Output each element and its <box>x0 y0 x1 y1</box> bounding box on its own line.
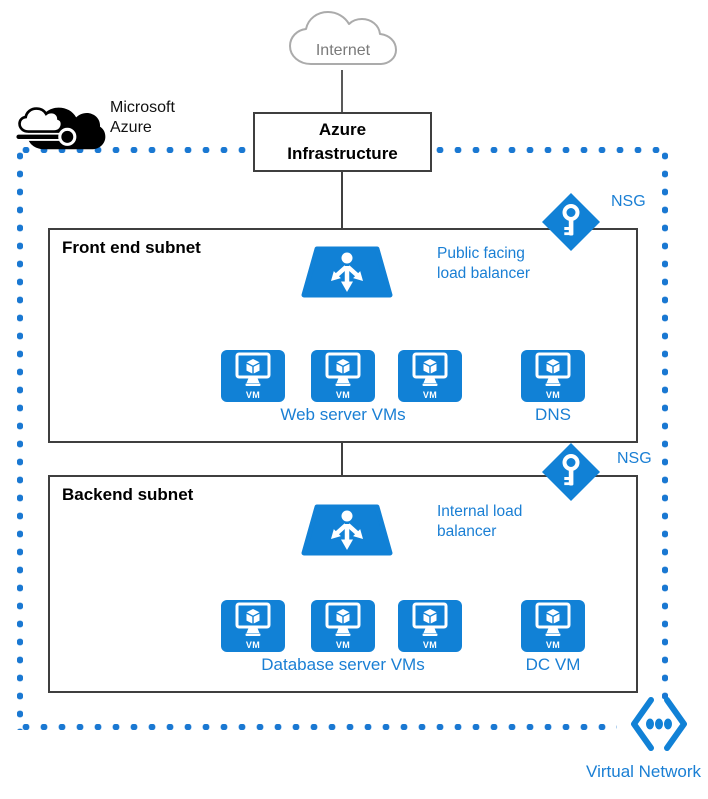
vm-monitor-icon <box>535 352 571 386</box>
back-subnet-title: Backend subnet <box>62 485 194 504</box>
virtual-network-label: Virtual Network <box>586 762 701 781</box>
connector-subnets <box>341 443 343 476</box>
azure-logo-label-line2: Azure <box>110 119 152 136</box>
vnet-border-right <box>662 147 668 703</box>
front-subnet-title: Front end subnet <box>62 238 201 257</box>
nsg-front-label: NSG <box>611 193 646 210</box>
vm-monitor-icon <box>325 602 361 636</box>
vm-badge: VM <box>335 640 351 650</box>
public-load-balancer <box>301 246 393 303</box>
vm-monitor-icon <box>325 352 361 386</box>
vnet-chevron-icon <box>631 697 687 751</box>
azure-infrastructure-line1: Azure <box>318 120 367 139</box>
azure-cloud-icon <box>16 107 106 150</box>
vm-monitor-icon <box>412 602 448 636</box>
vm-badge: VM <box>422 640 438 650</box>
azure-infrastructure-box: Azure Infrastructure <box>253 112 432 172</box>
public-lb-label: Public facing load balancer <box>437 244 530 284</box>
internal-lb-label-line1: Internal load <box>437 503 523 520</box>
key-diamond-icon <box>542 193 600 251</box>
nsg-front <box>541 192 601 257</box>
azure-logo-label-line1: Microsoft <box>110 99 175 116</box>
connector-infra-lb <box>341 172 343 247</box>
web-vms-label: Web server VMs <box>280 405 406 424</box>
vm-badge: VM <box>335 390 351 400</box>
dns-label: DNS <box>535 405 571 424</box>
back-subnet-box <box>48 475 638 693</box>
nsg-back-label: NSG <box>617 450 652 467</box>
vm-web-3: VM <box>398 350 462 402</box>
nsg-back <box>541 442 601 507</box>
vm-db-2: VM <box>311 600 375 652</box>
virtual-network-node <box>627 692 691 761</box>
dc-vm-label: DC VM <box>525 655 581 674</box>
db-vms-label: Database server VMs <box>261 655 425 674</box>
vm-badge: VM <box>545 390 561 400</box>
internal-lb-label-line2: balancer <box>437 523 497 540</box>
vm-monitor-icon <box>235 602 271 636</box>
vm-monitor-icon <box>235 352 271 386</box>
load-balancer-icon <box>301 246 393 298</box>
connector-internet-infra <box>341 70 343 112</box>
load-balancer-icon <box>301 504 393 556</box>
internet-node: Internet <box>281 6 405 74</box>
vm-web-1: VM <box>221 350 285 402</box>
key-diamond-icon <box>542 443 600 501</box>
vm-monitor-icon <box>412 352 448 386</box>
azure-logo-label: Microsoft Azure <box>110 98 175 138</box>
vnet-border-bottom <box>17 724 617 730</box>
vnet-border-left <box>17 147 23 730</box>
internal-lb-label: Internal load balancer <box>437 502 522 542</box>
vm-badge: VM <box>245 390 261 400</box>
vm-dns: VM <box>521 350 585 402</box>
vm-db-1: VM <box>221 600 285 652</box>
vm-badge: VM <box>245 640 261 650</box>
vm-web-2: VM <box>311 350 375 402</box>
internal-load-balancer <box>301 504 393 561</box>
vm-db-3: VM <box>398 600 462 652</box>
azure-infrastructure-line2: Infrastructure <box>287 144 398 163</box>
vm-monitor-icon <box>535 602 571 636</box>
azure-logo <box>16 98 108 158</box>
vm-badge: VM <box>545 640 561 650</box>
vm-badge: VM <box>422 390 438 400</box>
public-lb-label-line1: Public facing <box>437 245 525 262</box>
public-lb-label-line2: load balancer <box>437 265 531 282</box>
cloud-outline-icon <box>289 11 397 65</box>
vm-dc: VM <box>521 600 585 652</box>
internet-label: Internet <box>315 42 371 59</box>
